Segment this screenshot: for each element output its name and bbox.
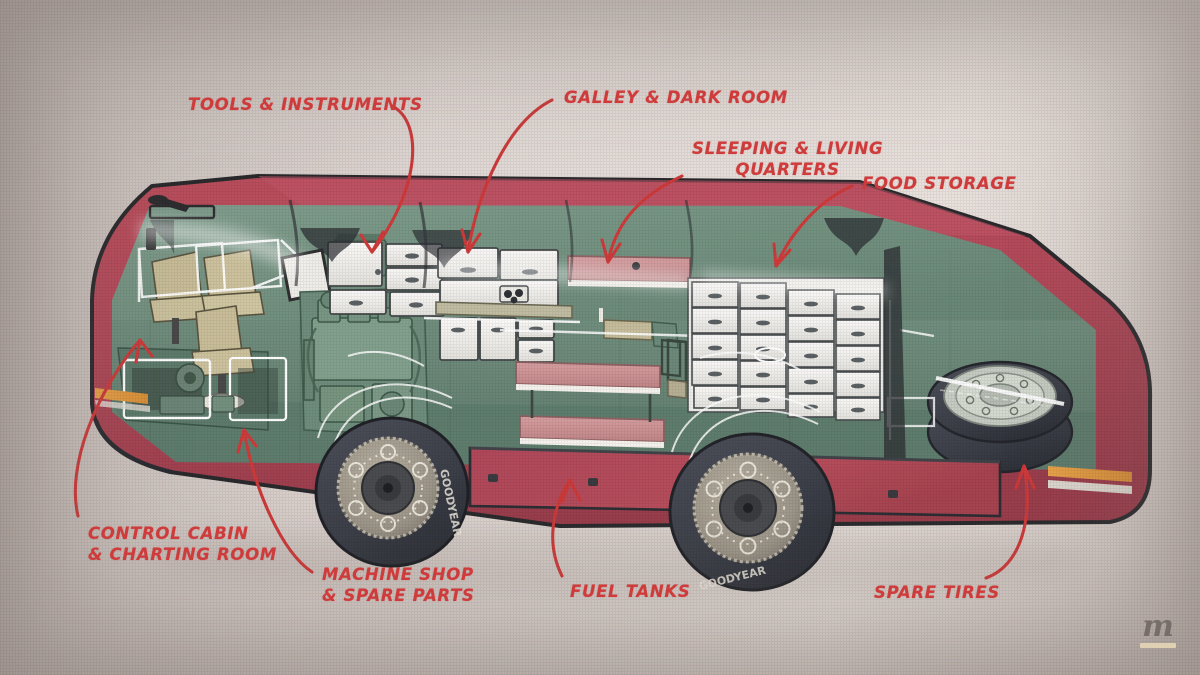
watermark-logo: m — [1136, 612, 1180, 656]
watermark-underline — [1140, 643, 1176, 648]
label-tools-instruments: TOOLS & INSTRUMENTS — [188, 95, 423, 114]
label-galley-dark-room: GALLEY & DARK ROOM — [564, 88, 788, 107]
label-machine-shop: MACHINE SHOP & SPARE PARTS — [322, 565, 475, 605]
watermark-letter: m — [1142, 609, 1174, 644]
label-control-cabin: CONTROL CABIN & CHARTING ROOM — [88, 524, 277, 564]
label-sleeping-living-quarters: SLEEPING & LIVING QUARTERS — [692, 139, 884, 179]
label-food-storage: FOOD STORAGE — [862, 174, 1017, 193]
label-spare-tires: SPARE TIRES — [874, 583, 1000, 602]
label-fuel-tanks: FUEL TANKS — [570, 582, 691, 601]
